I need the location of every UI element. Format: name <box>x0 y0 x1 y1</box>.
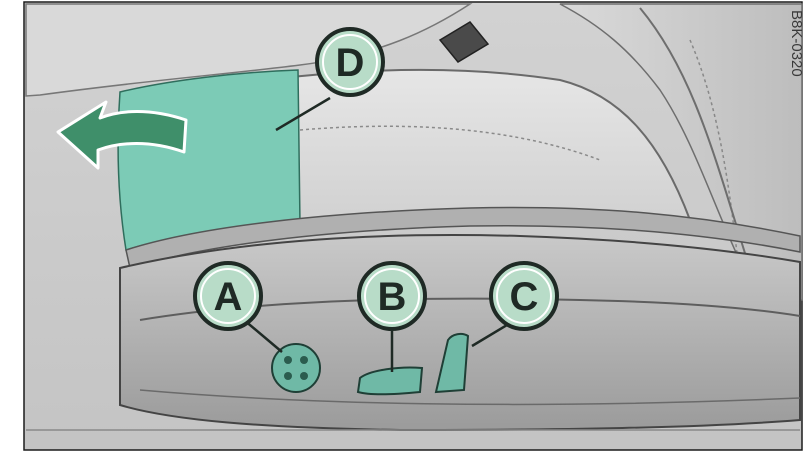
lumbar-control-knob <box>271 343 321 393</box>
backrest-switch <box>434 332 470 394</box>
callout-b: B <box>357 261 427 331</box>
side-trim-welt <box>125 206 801 269</box>
callout-d: D <box>315 27 385 97</box>
pull-forward-arrow <box>56 100 188 170</box>
callout-c: C <box>489 261 559 331</box>
callout-label-a: A <box>214 275 243 319</box>
callout-leader-d <box>275 96 331 132</box>
backrest-seam <box>689 39 741 281</box>
callout-a: A <box>193 261 263 331</box>
base-lower-edge <box>139 389 801 406</box>
upper-upholstery <box>25 3 473 97</box>
callout-label-d: D <box>336 41 365 85</box>
callout-label-c: C <box>510 275 539 319</box>
callout-label-b: B <box>378 275 407 319</box>
figure-code: B8K-0320 <box>788 10 805 77</box>
seat-position-switch <box>356 366 424 396</box>
callout-leader-c <box>471 320 513 348</box>
seat-belt-buckle <box>438 21 490 63</box>
callout-leader-a <box>243 319 283 353</box>
